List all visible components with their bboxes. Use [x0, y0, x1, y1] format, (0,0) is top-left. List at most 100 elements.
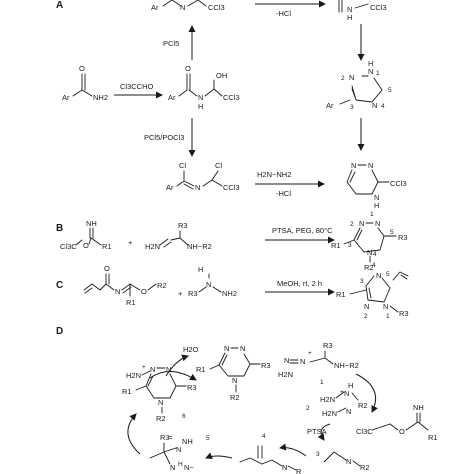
svg-text:N: N: [150, 365, 155, 374]
svg-text:NH: NH: [413, 403, 424, 412]
svg-text:N: N: [346, 407, 351, 416]
svg-text:N: N: [364, 302, 369, 311]
structure-imidoyl-chloride: Cl Cl Ar N CCl3: [166, 161, 240, 192]
svg-text:R1: R1: [331, 241, 341, 250]
section-label-d: D: [56, 326, 63, 337]
structure-d-triazole: N N R3 R1 N R2: [196, 344, 271, 402]
svg-text:Cl3C: Cl3C: [60, 242, 77, 251]
svg-text:N: N: [198, 93, 203, 102]
svg-text:=: =: [168, 433, 173, 442]
svg-text:+: +: [340, 389, 344, 396]
structure-c-acyl-imidate: O N R1 O R2: [83, 264, 167, 307]
svg-text:CCl3: CCl3: [370, 3, 387, 12]
svg-text:R2: R2: [358, 401, 368, 410]
svg-text:H: H: [374, 201, 379, 210]
svg-text:N: N: [170, 463, 175, 472]
svg-text:OH: OH: [216, 71, 227, 80]
svg-text:O: O: [141, 287, 147, 296]
svg-text:N: N: [368, 161, 373, 170]
svg-text:H2N: H2N: [145, 242, 160, 251]
section-label-b: B: [56, 223, 63, 234]
structure-b-amidrazone: R3 H2N N NH−R2: [145, 221, 212, 251]
structure-starting-amide: Ar NH2: [62, 73, 108, 102]
svg-text:Ar: Ar: [168, 93, 176, 102]
svg-text:N: N: [224, 344, 229, 353]
svg-text:R2: R2: [157, 281, 167, 290]
structure-d-intermediate-5: 5 R3 N = NH N H N−: [149, 433, 210, 472]
svg-text:N: N: [300, 357, 305, 366]
svg-text:N: N: [346, 457, 351, 466]
svg-text:5: 5: [390, 229, 394, 236]
plus-b: +: [128, 238, 133, 247]
label-chloral: Cl3CCHO: [120, 82, 154, 91]
atom-o-amide: O: [79, 64, 85, 73]
structure-d-amidrazone-1: R3 N N + NH−R2 H2N 1: [278, 341, 359, 386]
label-hydrazine: H2N−NH2: [257, 170, 291, 179]
svg-text:3: 3: [348, 242, 352, 249]
section-label-c: C: [56, 280, 63, 291]
svg-text:N: N: [158, 398, 163, 407]
svg-text:+: +: [308, 350, 312, 357]
svg-text:4: 4: [373, 251, 377, 258]
svg-text:4: 4: [381, 103, 385, 110]
svg-text:R2: R2: [156, 414, 166, 423]
section-label-a: A: [56, 0, 63, 11]
scheme-a-top-right-triazole: N H CCl3: [338, 0, 387, 22]
svg-text:NH−R2: NH−R2: [187, 242, 212, 251]
structure-d-intermediate-6: H2N + N N R3 R1 N R2 6: [122, 364, 197, 423]
svg-text:N: N: [284, 356, 289, 365]
svg-text:R3: R3: [398, 233, 408, 242]
svg-text:2: 2: [341, 75, 345, 82]
structure-d-intermediate-4: 4 N R: [239, 433, 302, 474]
svg-text:H: H: [348, 381, 353, 390]
svg-text:R3: R3: [178, 221, 188, 230]
label-minus-hcl-top: -HCl: [276, 9, 291, 18]
svg-text:N: N: [349, 73, 354, 82]
svg-text:R3: R3: [187, 383, 197, 392]
structure-adduct: Ar O N H OH CCl3: [168, 64, 240, 111]
svg-text:R2: R2: [360, 463, 370, 472]
svg-text:5: 5: [206, 435, 210, 442]
svg-text:Cl: Cl: [179, 161, 186, 170]
svg-text:N: N: [376, 271, 381, 280]
arrow-2-to-3: [317, 423, 331, 441]
svg-text:H2N: H2N: [320, 395, 335, 404]
svg-text:1: 1: [370, 211, 374, 218]
svg-text:R3: R3: [188, 289, 198, 298]
structure-d-intermediate-3: 3 N R2: [316, 451, 370, 472]
svg-text:3: 3: [316, 451, 320, 458]
svg-text:N: N: [367, 248, 372, 257]
svg-text:CCl3: CCl3: [208, 3, 225, 12]
svg-text:H2N: H2N: [278, 370, 293, 379]
svg-text:O: O: [399, 427, 405, 436]
svg-text:R3: R3: [160, 433, 170, 442]
svg-text:N: N: [115, 287, 120, 296]
svg-text:+: +: [142, 364, 146, 371]
structure-d-intermediate-2: 2 H2N + N H R2 H2N N: [306, 381, 368, 418]
svg-text:N: N: [347, 5, 352, 14]
plus-c: +: [178, 289, 183, 298]
svg-text:CCl3: CCl3: [223, 183, 240, 192]
svg-text:3: 3: [360, 278, 364, 285]
svg-text:6: 6: [182, 413, 186, 420]
svg-text:H2N: H2N: [126, 371, 141, 380]
svg-text:R1: R1: [102, 242, 112, 251]
structure-c-product-vinyl-triazole: 4 N 5 3 R1 N 2 N 1 R3: [336, 262, 409, 320]
svg-text:N: N: [195, 183, 200, 192]
svg-text:2: 2: [364, 313, 368, 320]
label-pcl5: PCl5: [163, 39, 179, 48]
svg-text:N: N: [372, 101, 377, 110]
svg-text:Ar: Ar: [151, 3, 159, 12]
svg-text:H: H: [347, 13, 352, 22]
svg-text:H: H: [198, 102, 203, 111]
svg-text:N: N: [180, 3, 185, 12]
svg-text:R2: R2: [230, 393, 240, 402]
svg-text:NH2: NH2: [93, 93, 108, 102]
structure-b-product-triazole: 1 N N 2 5 R3 N 4 3 R1 R2: [331, 211, 408, 272]
svg-text:Ar: Ar: [62, 93, 70, 102]
scheme-a-top-left-imidoyl: Ar N CCl3: [151, 0, 225, 12]
svg-text:R3: R3: [399, 309, 409, 318]
svg-text:N: N: [383, 302, 388, 311]
svg-text:R3: R3: [261, 361, 271, 370]
